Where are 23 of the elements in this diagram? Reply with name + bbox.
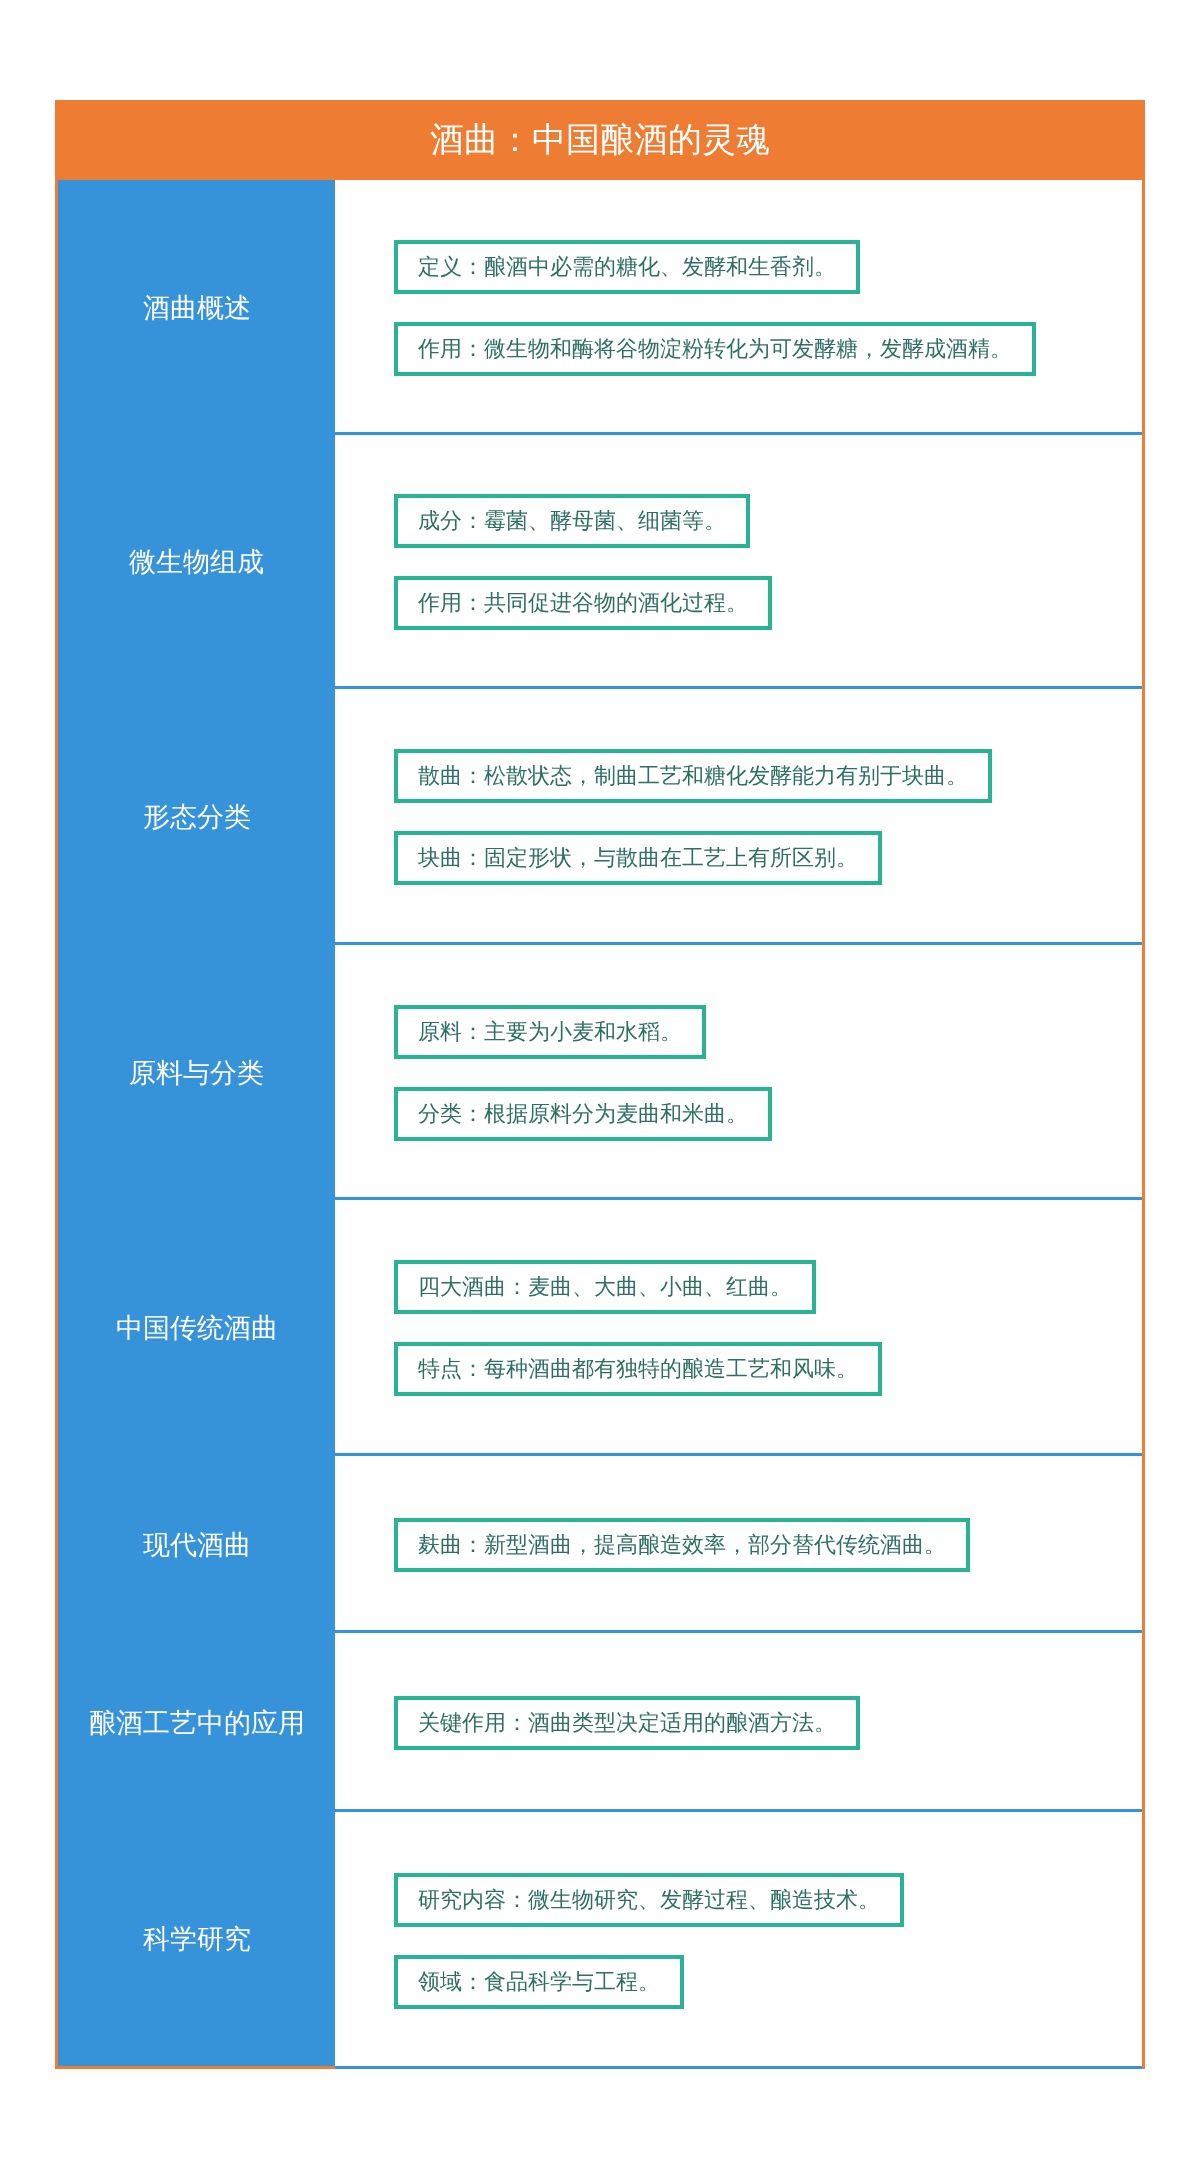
title-bar: 酒曲：中国酿酒的灵魂 xyxy=(55,100,1145,180)
item-box: 块曲：固定形状，与散曲在工艺上有所区别。 xyxy=(394,831,882,885)
category-cell: 酿酒工艺中的应用 xyxy=(58,1633,335,1812)
item-box: 成分：霉菌、酵母菌、细菌等。 xyxy=(394,494,750,548)
item-box: 领域：食品科学与工程。 xyxy=(394,1954,684,2009)
category-cell: 中国传统酒曲 xyxy=(58,1200,335,1456)
item-box: 原料：主要为小麦和水稻。 xyxy=(394,1004,706,1059)
item-box: 分类：根据原料分为麦曲和米曲。 xyxy=(394,1086,772,1141)
item-box: 四大酒曲：麦曲、大曲、小曲、红曲。 xyxy=(394,1260,816,1314)
category-cell: 现代酒曲 xyxy=(58,1456,335,1633)
item-box: 研究内容：微生物研究、发酵过程、酿造技术。 xyxy=(394,1872,904,1927)
item-box: 作用：共同促进谷物的酒化过程。 xyxy=(394,576,772,630)
item-box: 散曲：松散状态，制曲工艺和糖化发酵能力有别于块曲。 xyxy=(394,749,992,803)
item-box: 作用：微生物和酶将谷物淀粉转化为可发酵糖，发酵成酒精。 xyxy=(394,321,1036,376)
category-cell: 形态分类 xyxy=(58,689,335,945)
item-box: 特点：每种酒曲都有独特的酿造工艺和风味。 xyxy=(394,1342,882,1396)
category-cell: 酒曲概述 xyxy=(58,180,335,435)
item-box: 定义：酿酒中必需的糖化、发酵和生香剂。 xyxy=(394,239,860,294)
category-cell: 原料与分类 xyxy=(58,945,335,1200)
item-box: 麸曲：新型酒曲，提高酿造效率，部分替代传统酒曲。 xyxy=(394,1517,970,1572)
category-cell: 科学研究 xyxy=(58,1812,335,2066)
item-box: 关键作用：酒曲类型决定适用的酿酒方法。 xyxy=(394,1695,860,1750)
category-cell: 微生物组成 xyxy=(58,435,335,689)
